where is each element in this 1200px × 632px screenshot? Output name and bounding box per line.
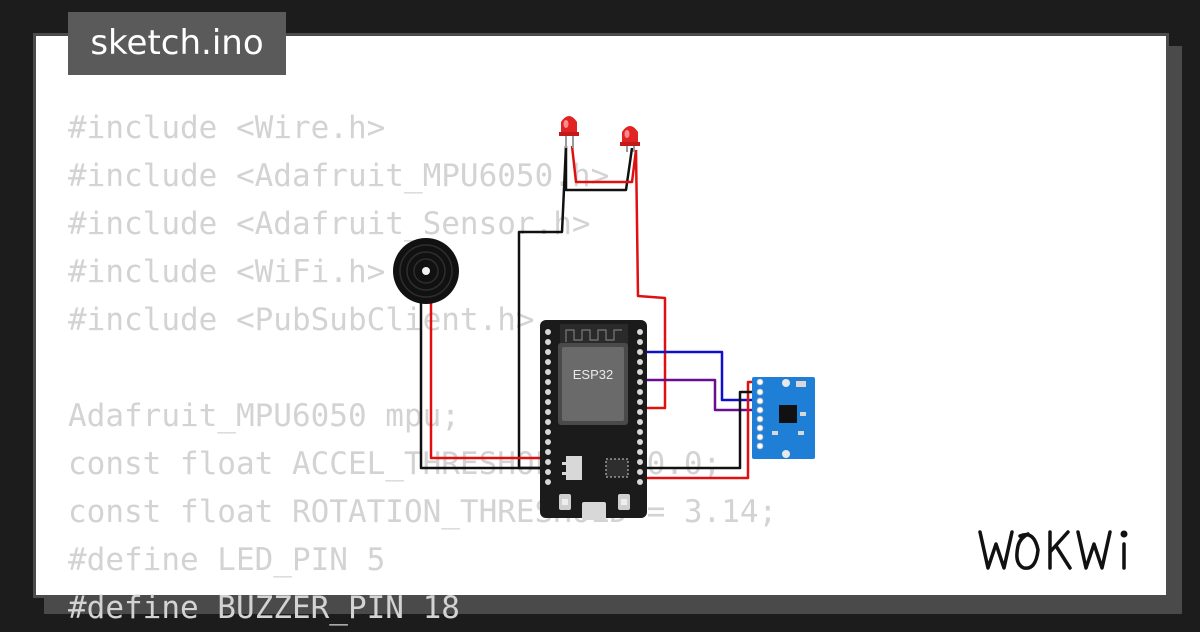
wire-scl-purple bbox=[640, 378, 760, 412]
mpu6050-sensor[interactable] bbox=[752, 377, 815, 459]
wire-gnd-black bbox=[640, 390, 760, 470]
code-line-7: Adafruit_MPU6050 mpu; bbox=[68, 398, 460, 434]
code-line-11: #define BUZZER_PIN 18 bbox=[68, 590, 460, 626]
buzzer[interactable] bbox=[393, 238, 459, 304]
board-label: ESP32 bbox=[573, 367, 613, 382]
wire-vcc-red bbox=[640, 380, 760, 480]
code-line-1: #include <Wire.h> bbox=[68, 110, 386, 146]
usb-port bbox=[582, 502, 606, 520]
code-line-5: #include <PubSubClient.h> bbox=[68, 302, 535, 338]
wire-buzzer-black bbox=[419, 300, 548, 470]
code-line-4: #include <WiFi.h> bbox=[68, 254, 386, 290]
wires bbox=[419, 145, 760, 480]
wire-buzzer-red bbox=[429, 300, 548, 460]
esp32-board[interactable]: ESP32 bbox=[540, 320, 647, 520]
code-editor[interactable]: #include <Wire.h> #include <Adafruit_MPU6… bbox=[68, 104, 777, 632]
mpu6050-chip bbox=[779, 405, 797, 423]
wire-led1-red bbox=[570, 145, 638, 184]
red-led-2[interactable] bbox=[620, 126, 640, 152]
red-led-1[interactable] bbox=[559, 116, 579, 148]
code-line-10: #define LED_PIN 5 bbox=[68, 542, 386, 578]
code-line-2: #include <Adafruit_MPU6050.h> bbox=[68, 158, 610, 194]
wokwi-logo bbox=[978, 530, 1128, 570]
voltage-regulator bbox=[566, 456, 582, 480]
file-tab[interactable]: sketch.ino bbox=[68, 12, 286, 75]
code-line-3: #include <Adafruit_Sensor.h> bbox=[68, 206, 591, 242]
wire-led2-red bbox=[634, 149, 667, 410]
left-pin-header bbox=[544, 328, 552, 486]
usb-chip bbox=[605, 458, 629, 478]
editor-frame: #include <Wire.h> #include <Adafruit_MPU6… bbox=[33, 33, 1169, 626]
right-pin-header bbox=[636, 328, 644, 486]
wire-led2-black bbox=[564, 147, 634, 192]
